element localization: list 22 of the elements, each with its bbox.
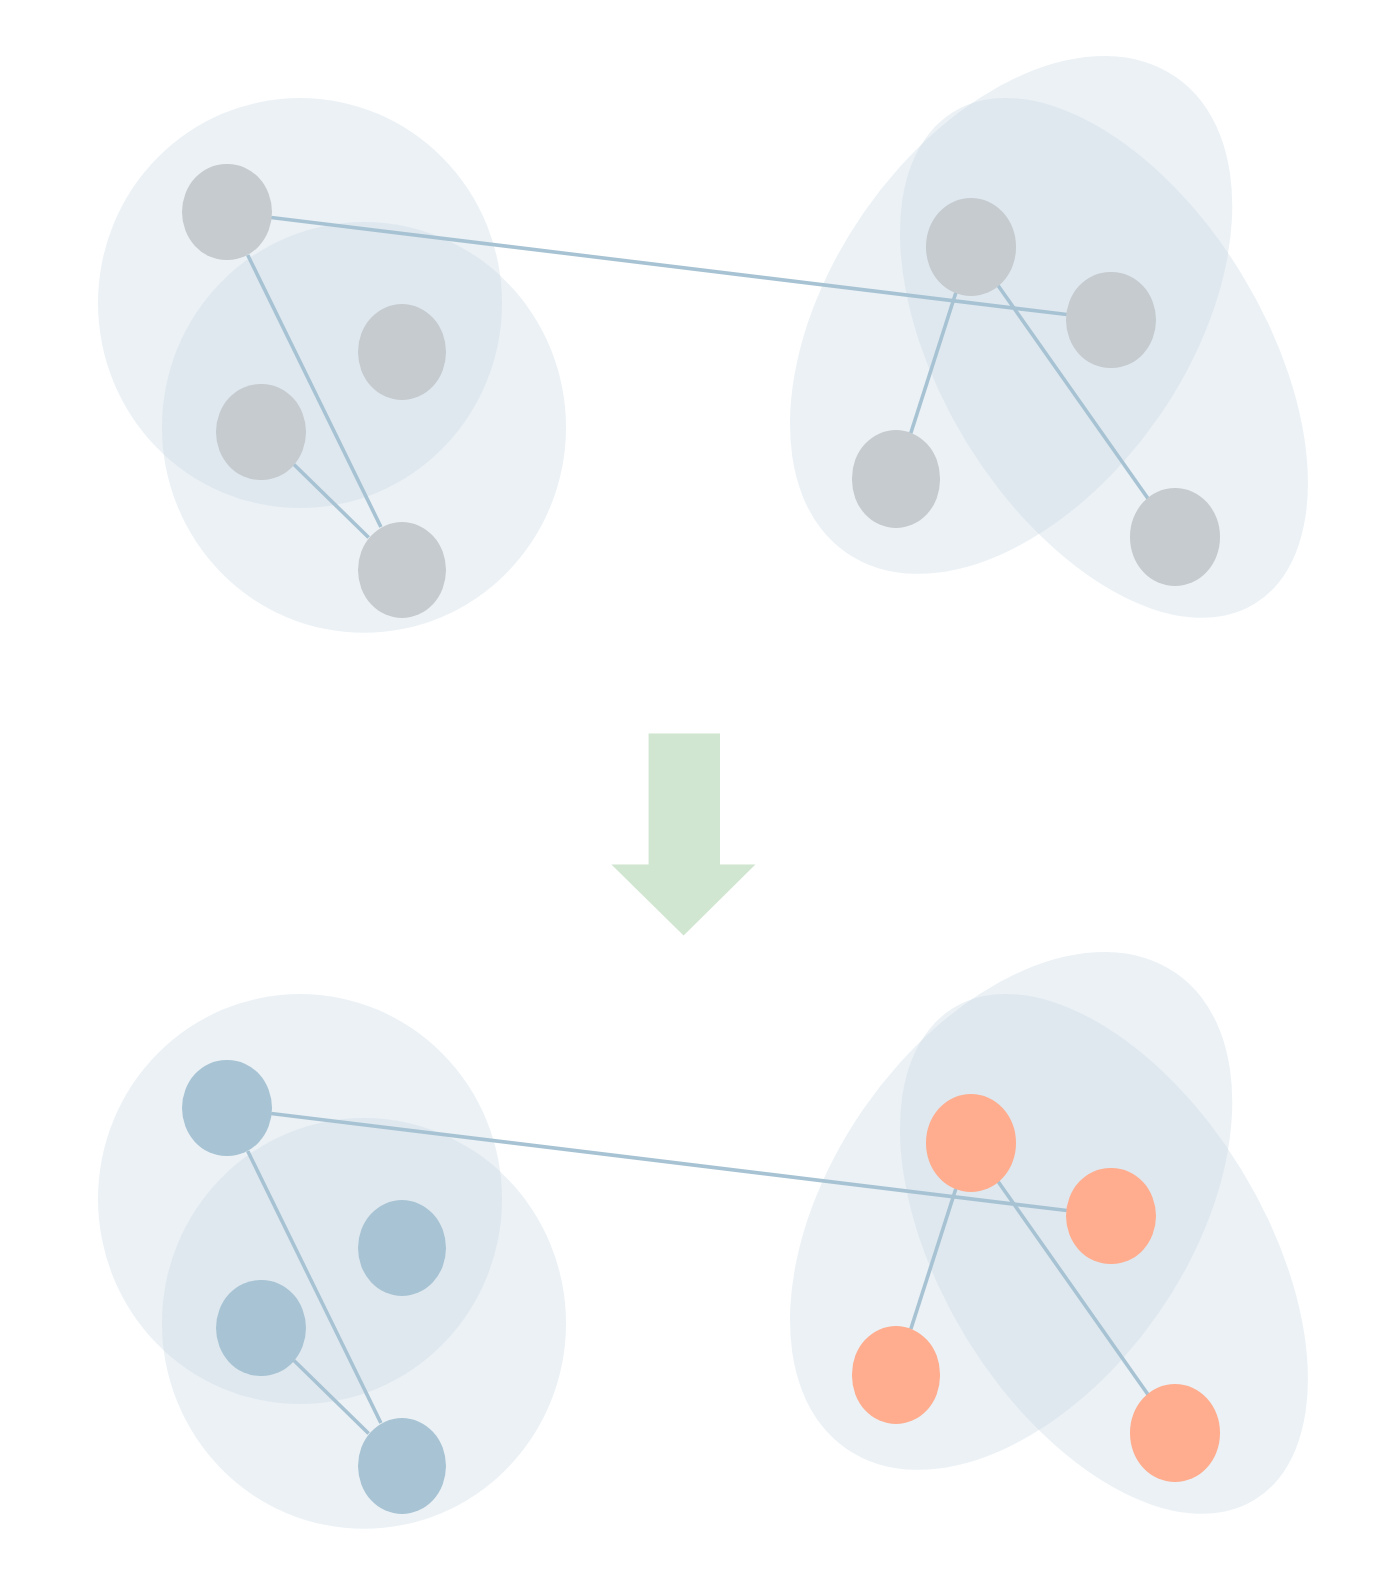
connector-line xyxy=(246,254,383,528)
connector-line xyxy=(996,284,1150,500)
node-circle xyxy=(1130,488,1221,587)
connector-line xyxy=(270,215,1068,317)
cluster-ellipse xyxy=(900,994,1308,1514)
node-circle xyxy=(357,1417,447,1515)
node-circle xyxy=(925,1093,1016,1192)
node-circle xyxy=(1130,1384,1221,1483)
cluster-ellipse xyxy=(900,98,1308,618)
connector-line xyxy=(909,292,958,434)
cluster-ellipse xyxy=(161,221,566,632)
node-circle xyxy=(851,1326,941,1425)
connector-line xyxy=(292,1359,370,1435)
node-circle xyxy=(925,197,1016,296)
connector-line xyxy=(909,1188,958,1330)
node-circle xyxy=(357,521,447,619)
cluster-ellipse xyxy=(161,1117,566,1528)
connector-line xyxy=(292,463,370,539)
connector-line xyxy=(270,1111,1068,1213)
connector-line xyxy=(246,1150,383,1424)
node-circle xyxy=(851,430,941,529)
connector-line xyxy=(996,1180,1150,1396)
